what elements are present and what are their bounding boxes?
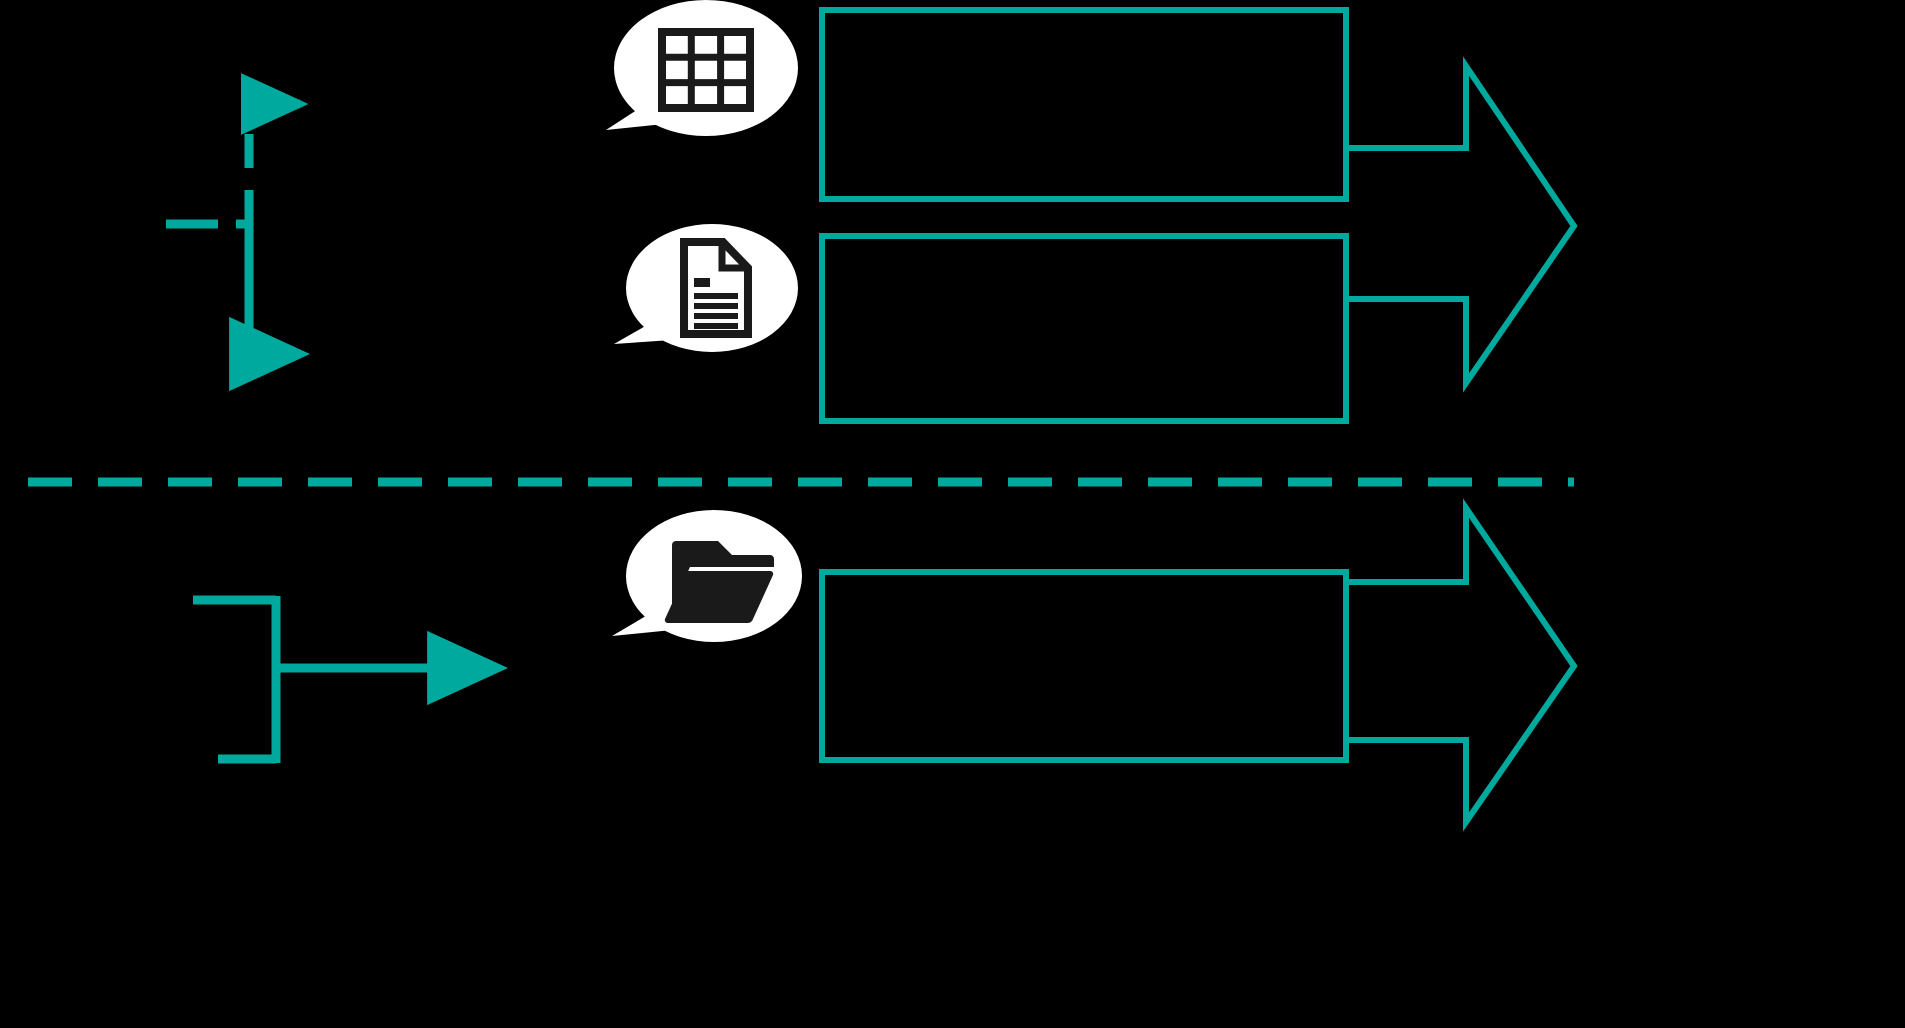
content-box-bottom-outline xyxy=(819,569,1349,763)
document-icon xyxy=(680,238,752,338)
split-bracket-connector xyxy=(166,73,311,392)
block-arrow-lower[interactable] xyxy=(1346,498,1578,832)
block-arrow-upper[interactable] xyxy=(1346,56,1578,393)
content-box-middle[interactable] xyxy=(819,233,1349,424)
content-box-bottom[interactable] xyxy=(819,569,1349,763)
bubble-folder-tail xyxy=(612,610,672,636)
bubble-document[interactable] xyxy=(614,224,798,352)
content-box-top[interactable] xyxy=(819,7,1349,202)
table-icon xyxy=(658,28,754,112)
bubble-folder[interactable] xyxy=(612,510,802,642)
content-box-top-outline xyxy=(819,7,1349,202)
block-arrow-lower-outline xyxy=(1346,498,1578,832)
bracket-connector xyxy=(193,595,509,764)
bubble-table[interactable] xyxy=(606,0,798,136)
block-arrow-upper-outline xyxy=(1346,56,1578,393)
content-box-middle-outline xyxy=(819,233,1349,424)
folder-icon xyxy=(664,541,774,624)
bubble-document-tail xyxy=(614,320,672,344)
bubble-table-tail xyxy=(606,104,664,130)
